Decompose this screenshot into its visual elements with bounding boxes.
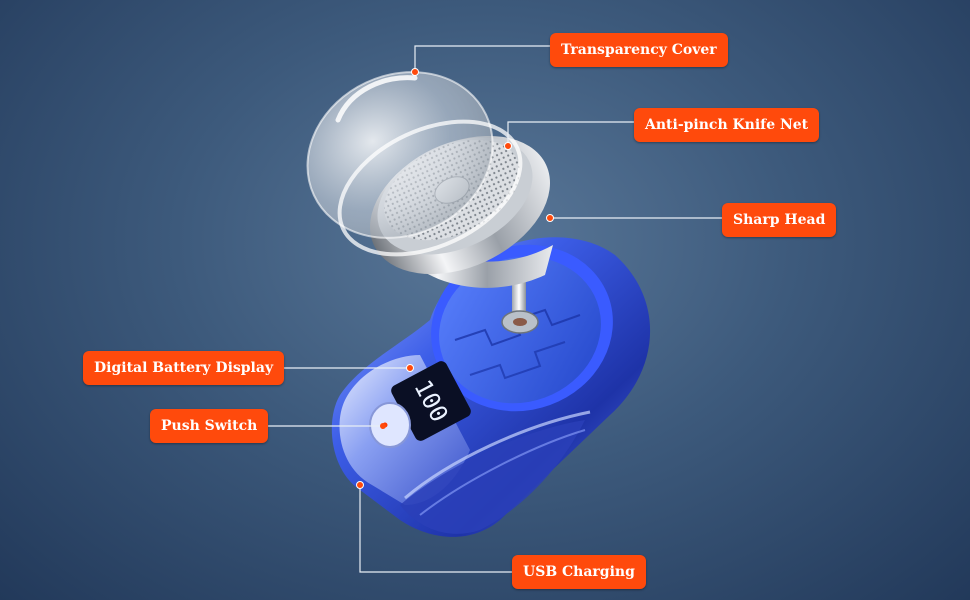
body-highlight xyxy=(404,410,591,500)
switch-button[interactable] xyxy=(369,402,411,448)
label-battery-display: Digital Battery Display xyxy=(83,351,285,385)
label-transparency-cover: Transparency Cover xyxy=(550,33,728,67)
dot-net xyxy=(504,142,512,150)
cover-gloss xyxy=(335,75,418,123)
label-knife-net: Anti-pinch Knife Net xyxy=(634,108,820,142)
body-highlight-2 xyxy=(419,429,586,516)
battery-display: 100 xyxy=(391,361,471,441)
cover-dome xyxy=(306,71,494,239)
leader-usb xyxy=(359,485,512,573)
dot-display xyxy=(406,364,414,372)
shaft-core xyxy=(513,318,527,326)
label-sharp-head: Sharp Head xyxy=(722,203,837,237)
cover-rim xyxy=(337,119,523,257)
dot-switch xyxy=(380,423,386,429)
leader-dots xyxy=(356,68,554,489)
dot-usb xyxy=(356,481,364,489)
plate-groove-2 xyxy=(469,341,566,380)
label-usb-charging: USB Charging xyxy=(512,555,646,589)
leader-net xyxy=(507,121,634,146)
push-switch[interactable] xyxy=(369,402,411,448)
label-push-switch: Push Switch xyxy=(150,409,269,443)
dot-cover xyxy=(411,68,419,76)
leader-cover xyxy=(414,45,550,72)
dot-head xyxy=(546,214,554,222)
body-lower-sweep xyxy=(400,420,585,534)
display-screen xyxy=(391,361,471,441)
transparency-cover xyxy=(306,71,523,257)
